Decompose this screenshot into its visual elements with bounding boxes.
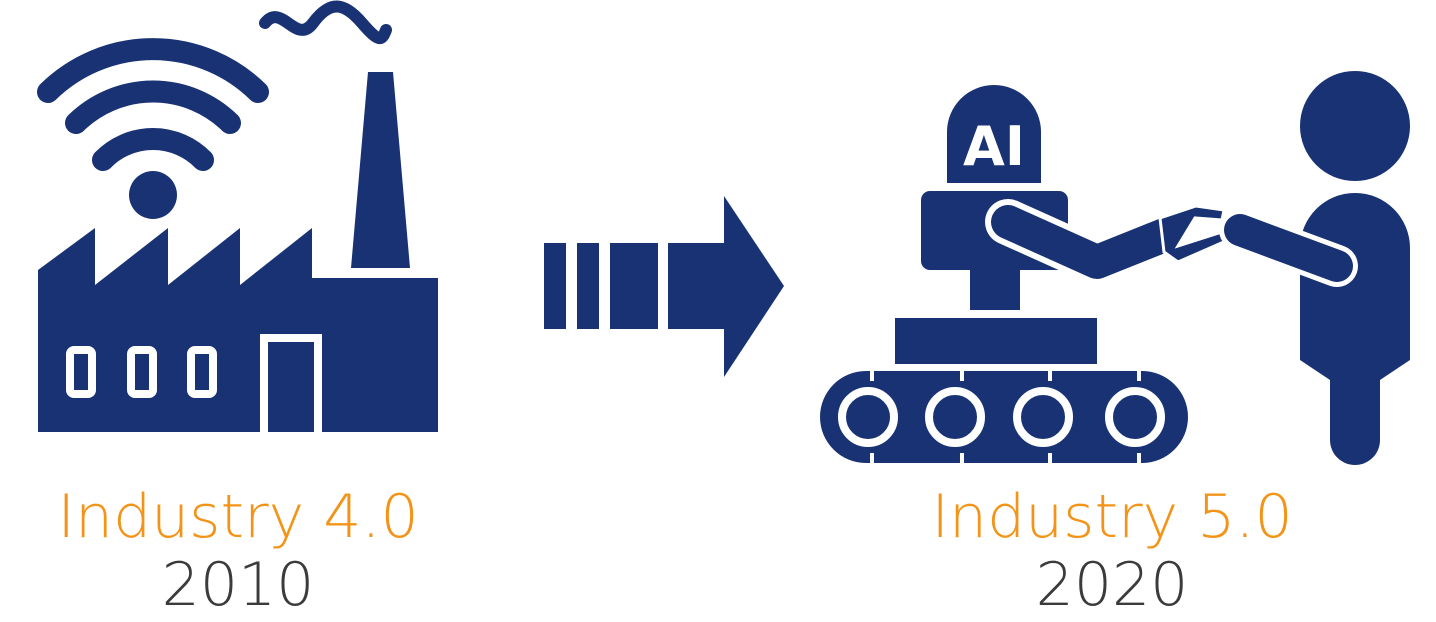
human-icon [1219,71,1410,465]
industry-4-title: Industry 4.0 [57,482,419,552]
tank-tracks-icon [820,371,1188,463]
robot-gripper [1158,204,1228,264]
factory-window [127,346,157,398]
arrow-right-icon [544,196,784,377]
robot-ai-badge: AI [963,115,1025,178]
industry-4-year: 2010 [161,550,315,620]
factory-window [66,346,96,398]
robot-head [947,85,1041,183]
human-body [1300,193,1410,465]
industry-5-title: Industry 5.0 [931,482,1293,552]
factory-building [38,228,438,432]
robot-icon: AI [820,85,1228,463]
factory-window [187,346,217,398]
wifi-icon [37,38,269,219]
factory-icon [37,0,438,432]
smoke-icon [259,0,392,45]
chimney-icon [351,72,410,268]
factory-door [260,334,322,432]
industry-5-year: 2020 [1035,550,1189,620]
